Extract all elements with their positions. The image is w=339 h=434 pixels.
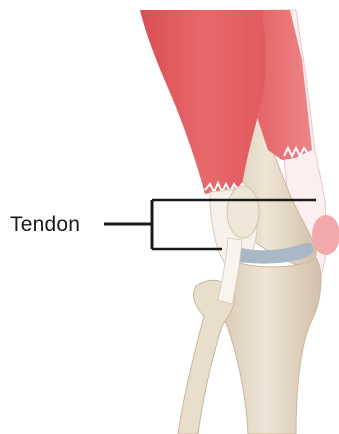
knee-side-pad bbox=[312, 215, 339, 255]
patella bbox=[227, 186, 259, 238]
tendon-label: Tendon bbox=[10, 213, 80, 237]
fibula-bone bbox=[178, 280, 235, 434]
